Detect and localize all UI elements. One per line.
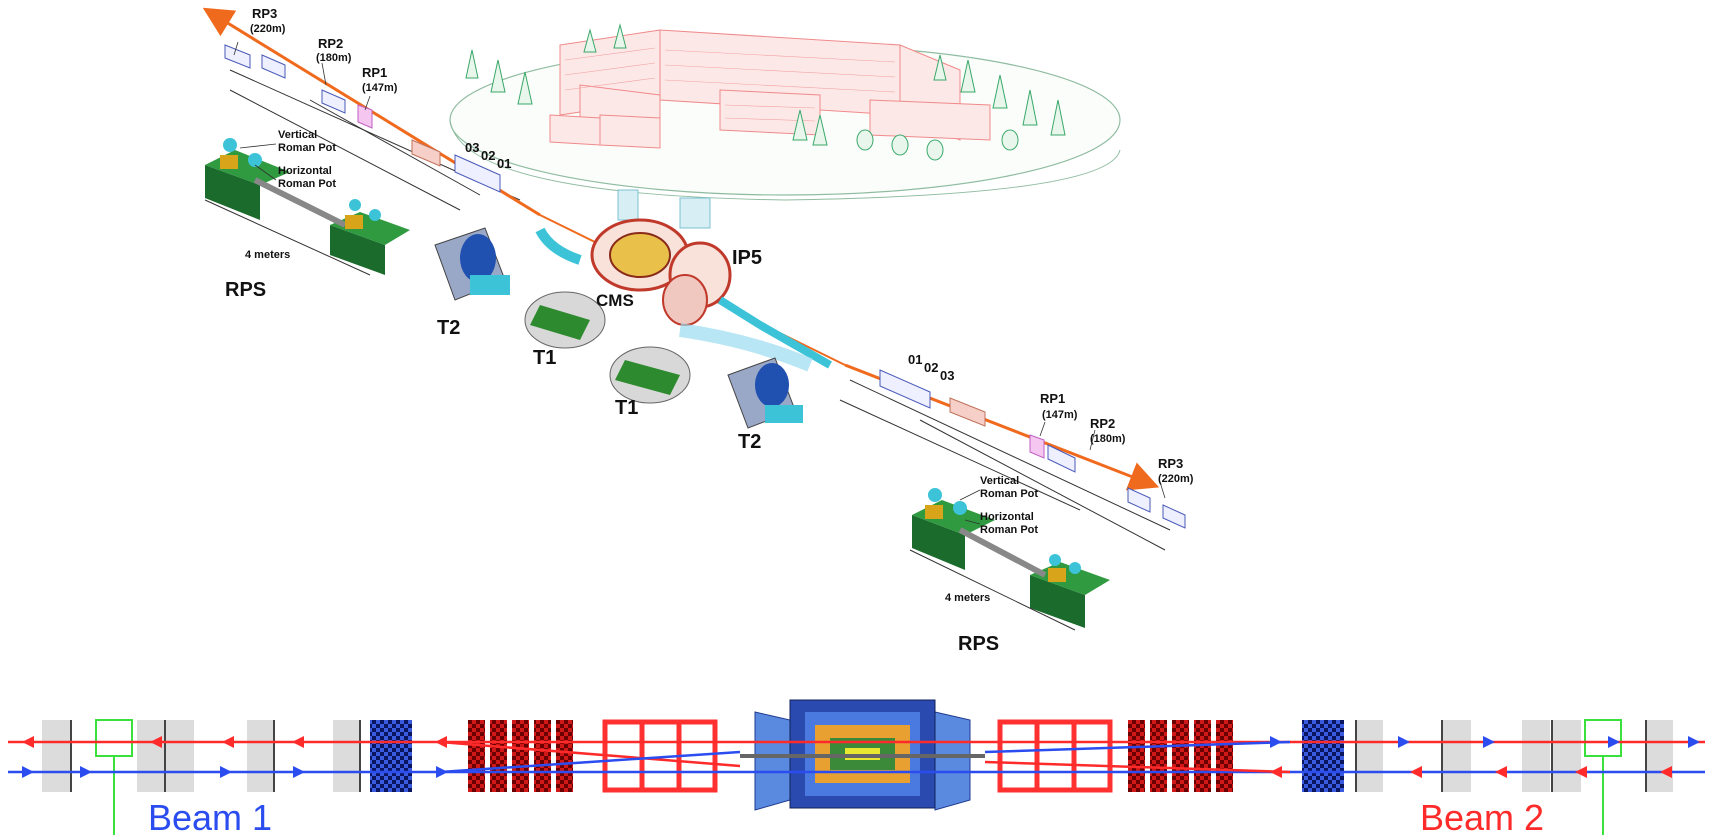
- t2-detector-right: [727, 357, 803, 429]
- quad-01-right-label: 01: [908, 352, 922, 367]
- rp3-right-label: RP3: [1158, 456, 1183, 471]
- quadrupole-left: [512, 720, 529, 792]
- beam1-label: Beam 1: [148, 797, 272, 835]
- vertical-pot-right-label: Vertical: [980, 475, 1019, 487]
- triplet-frame-right: [997, 719, 1113, 793]
- ip5-label: IP5: [732, 247, 762, 269]
- vertical-pot-right-label-2: Roman Pot: [980, 488, 1038, 500]
- dipole-magnet-right: [1302, 720, 1344, 792]
- rp1-right-label: RP1: [1040, 391, 1065, 406]
- quadrupole-left: [556, 720, 573, 792]
- roman-pot-assembly-right: [909, 488, 1110, 631]
- quad-right-block: [879, 369, 931, 409]
- roman-pot-block: [247, 720, 275, 792]
- rp3-right-distance: (220m): [1158, 473, 1194, 485]
- rp1-left-station: [357, 104, 373, 129]
- quad-03-left-label: 03: [465, 140, 479, 155]
- quadrupole-right: [1216, 720, 1233, 792]
- surface-building-illustration: [449, 23, 1121, 229]
- t2-left-label: T2: [437, 317, 460, 339]
- t1-detector-right: [609, 346, 691, 404]
- length-left-label: 4 meters: [245, 249, 290, 261]
- length-right-label: 4 meters: [945, 592, 990, 604]
- roman-pot-block: [1355, 720, 1383, 792]
- quad-02-right-label: 02: [924, 360, 938, 375]
- roman-pot-station-left: [95, 719, 133, 757]
- quadrupole-left: [490, 720, 507, 792]
- quad-02-left-label: 02: [481, 148, 495, 163]
- horizontal-pot-left-label-2: Roman Pot: [278, 178, 336, 190]
- t1-right-label: T1: [615, 397, 638, 419]
- roman-pot-station-right: [1584, 719, 1622, 757]
- roman-pot-block: [137, 720, 165, 792]
- quadrupole-right: [1172, 720, 1189, 792]
- rp3-left-station: [224, 44, 251, 69]
- quadrupole-left: [468, 720, 485, 792]
- roman-pot-block: [166, 720, 194, 792]
- rp1-left-distance: (147m): [362, 82, 398, 94]
- rp1-left-label: RP1: [362, 65, 387, 80]
- quadrupole-right: [1150, 720, 1167, 792]
- quad-left-block: [454, 154, 501, 193]
- t2-right-label: T2: [738, 431, 761, 453]
- roman-pot-block: [42, 720, 70, 792]
- rp3-left-distance: (220m): [250, 23, 286, 35]
- central-detector-image: [740, 699, 985, 811]
- quadrupole-left: [534, 720, 551, 792]
- rp2-right-station: [1047, 444, 1076, 473]
- cms-label: CMS: [596, 291, 634, 310]
- t1-detector-left: [524, 291, 606, 349]
- quad-01-left-label: 01: [497, 156, 511, 171]
- rp3-left-label: RP3: [252, 6, 277, 21]
- roman-pot-block: [1553, 720, 1581, 792]
- roman-pot-assembly-left: [204, 138, 410, 276]
- roman-pot-block: [1645, 720, 1673, 792]
- rp1-right-station: [1029, 434, 1045, 459]
- lower-beamline-schematic: [8, 699, 1705, 835]
- roman-pot-block: [333, 720, 361, 792]
- t2-detector-left: [434, 227, 510, 301]
- rp2-right-distance: (180m): [1090, 433, 1126, 445]
- horizontal-pot-right-label-2: Roman Pot: [980, 524, 1038, 536]
- beam2-label: Beam 2: [1420, 797, 1544, 835]
- rps-left-label: RPS: [225, 279, 266, 301]
- roman-pot-block: [1522, 720, 1550, 792]
- quadrupole-right: [1194, 720, 1211, 792]
- horizontal-pot-right-label: Horizontal: [980, 511, 1034, 523]
- t1-left-label: T1: [533, 347, 556, 369]
- horizontal-pot-left-label: Horizontal: [278, 165, 332, 177]
- quadrupole-right: [1128, 720, 1145, 792]
- rp2-right-label: RP2: [1090, 416, 1115, 431]
- cms-detector: [535, 218, 832, 372]
- roman-pot-block: [1443, 720, 1471, 792]
- rp3-right-station: [1162, 504, 1186, 529]
- rp2-left-station: [321, 89, 346, 114]
- dipole-magnet-left: [370, 720, 412, 792]
- vertical-pot-left-label-2: Roman Pot: [278, 142, 336, 154]
- rp1-right-distance: (147m): [1042, 409, 1078, 421]
- rp2-left-label: RP2: [318, 36, 343, 51]
- rp2-left-distance: (180m): [316, 52, 352, 64]
- quad-03-right-label: 03: [940, 368, 954, 383]
- vertical-pot-left-label: Vertical: [278, 129, 317, 141]
- rps-right-label: RPS: [958, 633, 999, 655]
